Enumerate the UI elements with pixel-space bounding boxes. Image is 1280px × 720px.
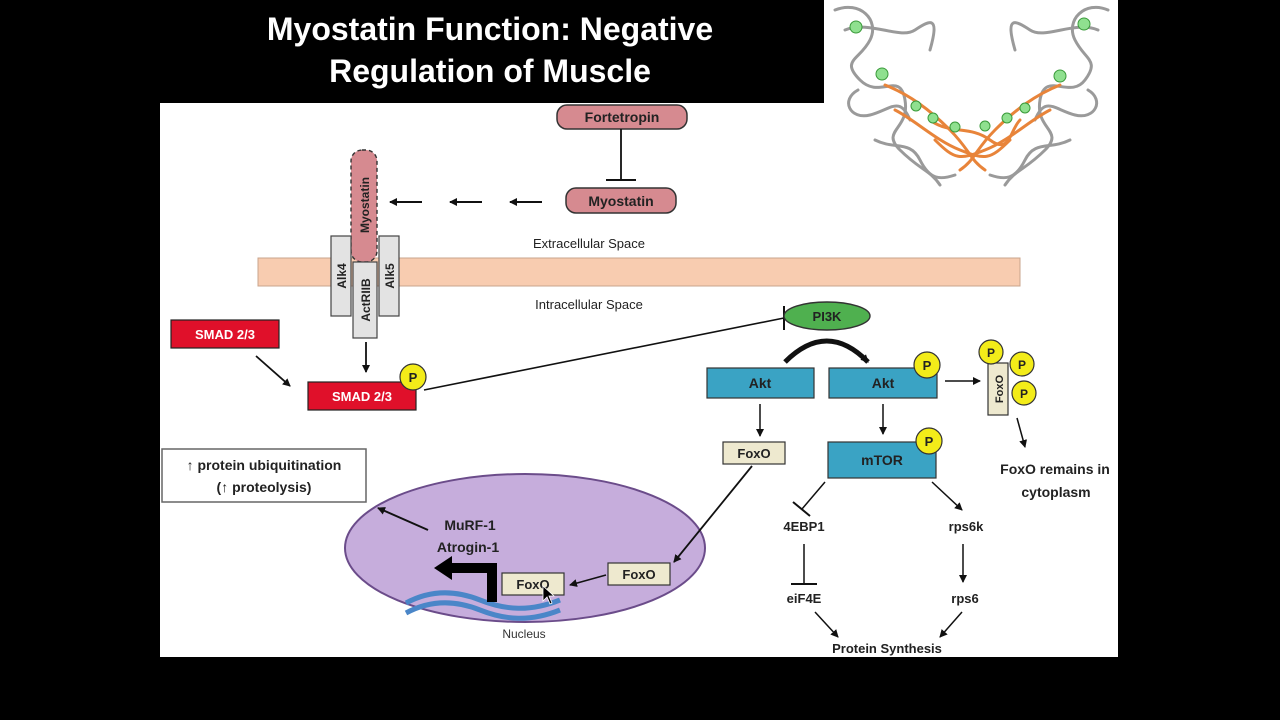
protein-atom-9 bbox=[1053, 69, 1067, 83]
foxo-cyto-label: FoxO bbox=[737, 446, 770, 461]
myostatin-node bbox=[565, 187, 677, 214]
foxo-nucleus-label: FoxO bbox=[516, 577, 549, 592]
actriib-label: ActRIIB bbox=[359, 278, 373, 322]
ubiquitination-box bbox=[161, 448, 367, 503]
protein-atom-7 bbox=[1001, 112, 1013, 124]
smad-p-node bbox=[307, 381, 417, 411]
murf-ubiq-arrow bbox=[377, 507, 429, 531]
foxo-remains-arrow bbox=[1016, 417, 1027, 448]
transcription-arrow-icon bbox=[452, 563, 497, 602]
myostatin-label: Myostatin bbox=[588, 193, 653, 209]
phospho-akt-label: P bbox=[923, 358, 932, 373]
nucleus bbox=[344, 473, 706, 623]
slide-title: Myostatin Function: Negative Regulation … bbox=[160, 8, 820, 92]
extracellular-label: Extracellular Space bbox=[533, 236, 645, 251]
smad-free-node bbox=[170, 319, 280, 349]
phospho-mtor-label: P bbox=[925, 434, 934, 449]
smad-p-label: SMAD 2/3 bbox=[332, 389, 392, 404]
rps6-synthesis-arrow bbox=[939, 611, 963, 638]
diagram-panel: Extracellular Space Intracellular Space … bbox=[160, 103, 1118, 657]
protein-atom-8 bbox=[1019, 102, 1031, 114]
phospho-smad-icon bbox=[399, 363, 427, 391]
actriib-receptor bbox=[352, 261, 378, 339]
phospho-foxo-icon-2 bbox=[1009, 351, 1035, 377]
mouse-cursor-icon bbox=[542, 585, 556, 605]
ubiq-line2: (↑ proteolysis) bbox=[217, 479, 312, 495]
smad-pi3k-inhibit bbox=[423, 317, 785, 391]
murf-label: MuRF-1 bbox=[444, 517, 496, 533]
mtor-rps6k-arrow bbox=[931, 481, 963, 511]
akt-label: Akt bbox=[749, 375, 772, 391]
phospho-foxo-label-1: P bbox=[987, 346, 995, 360]
foxo-remains-line1: FoxO remains in bbox=[1000, 461, 1110, 477]
alk4-receptor bbox=[330, 235, 352, 317]
fortetropin-node bbox=[556, 104, 688, 130]
dna-strand-2 bbox=[404, 600, 561, 621]
protein-atom-3 bbox=[910, 100, 922, 112]
phospho-mtor-icon bbox=[915, 427, 943, 455]
protein-atom-2 bbox=[875, 67, 889, 81]
fortetropin-label: Fortetropin bbox=[585, 109, 660, 125]
protein-atom-1 bbox=[849, 20, 863, 34]
mtor-4ebp1-inhibit-bar bbox=[792, 501, 811, 517]
foxo-cyto-node bbox=[722, 441, 786, 465]
foxo-remains-line2: cytoplasm bbox=[1021, 484, 1090, 500]
pathway-diagram: Extracellular Space Intracellular Space … bbox=[161, 104, 1110, 656]
rps6k-label: rps6k bbox=[949, 519, 984, 534]
smad-arrow bbox=[255, 355, 291, 387]
protein-atom-6 bbox=[979, 120, 991, 132]
foxo-entering-label: FoxO bbox=[622, 567, 655, 582]
alk4-label: Alk4 bbox=[335, 263, 349, 289]
mtor-label: mTOR bbox=[861, 452, 903, 468]
phospho-foxo-label-2: P bbox=[1018, 358, 1026, 372]
protein-atom-4 bbox=[927, 112, 939, 124]
myostatin-ribbon-illustration bbox=[833, 5, 1110, 187]
ebp1-label: 4EBP1 bbox=[783, 519, 824, 534]
slide-title-line2: Regulation of Muscle bbox=[329, 53, 651, 89]
phospho-foxo-label-3: P bbox=[1020, 387, 1028, 401]
dna-strand-1 bbox=[404, 590, 561, 611]
protein-atom-5 bbox=[949, 121, 961, 133]
eif4e-synthesis-arrow bbox=[814, 611, 839, 638]
phospho-smad-label: P bbox=[409, 370, 418, 385]
protein-atom-10 bbox=[1077, 17, 1091, 31]
intracellular-label: Intracellular Space bbox=[535, 297, 643, 312]
pi3k-node bbox=[783, 301, 871, 331]
mtor-4ebp1-inhibit bbox=[801, 481, 826, 510]
phospho-foxo-icon-3 bbox=[1011, 380, 1037, 406]
myostatin-bound bbox=[350, 149, 378, 263]
pi3k-label: PI3K bbox=[813, 309, 843, 324]
akt-node bbox=[706, 367, 815, 399]
nucleus-label: Nucleus bbox=[502, 627, 545, 641]
alk5-label: Alk5 bbox=[383, 263, 397, 289]
transcription-arrowhead bbox=[434, 556, 452, 580]
foxo-p-label: FoxO bbox=[994, 375, 1006, 404]
phospho-akt-icon bbox=[913, 351, 941, 379]
akt-p-label: Akt bbox=[872, 375, 895, 391]
myostatin-bound-label: Myostatin bbox=[358, 177, 372, 233]
foxo-nucleus-node bbox=[501, 572, 565, 596]
alk5-receptor bbox=[378, 235, 400, 317]
atrogin-label: Atrogin-1 bbox=[437, 539, 499, 555]
smad-free-label: SMAD 2/3 bbox=[195, 327, 255, 342]
pi3k-activation-arrow bbox=[783, 338, 870, 364]
protein-structure-image bbox=[824, 0, 1118, 190]
slide-title-line1: Myostatin Function: Negative bbox=[266, 11, 714, 47]
foxo-p-node bbox=[987, 362, 1009, 416]
ubiq-line1: ↑ protein ubiquitination bbox=[187, 457, 342, 473]
foxo-entering-node bbox=[607, 562, 671, 586]
protein-synthesis-label: Protein Synthesis bbox=[832, 641, 942, 656]
eif4e-label: eiF4E bbox=[787, 591, 822, 606]
foxo-to-nucleus-arrow bbox=[673, 465, 753, 563]
phospho-foxo-icon-1 bbox=[978, 339, 1004, 365]
rps6-label: rps6 bbox=[951, 591, 978, 606]
foxo-enter-nucleus-arrow bbox=[569, 574, 607, 587]
